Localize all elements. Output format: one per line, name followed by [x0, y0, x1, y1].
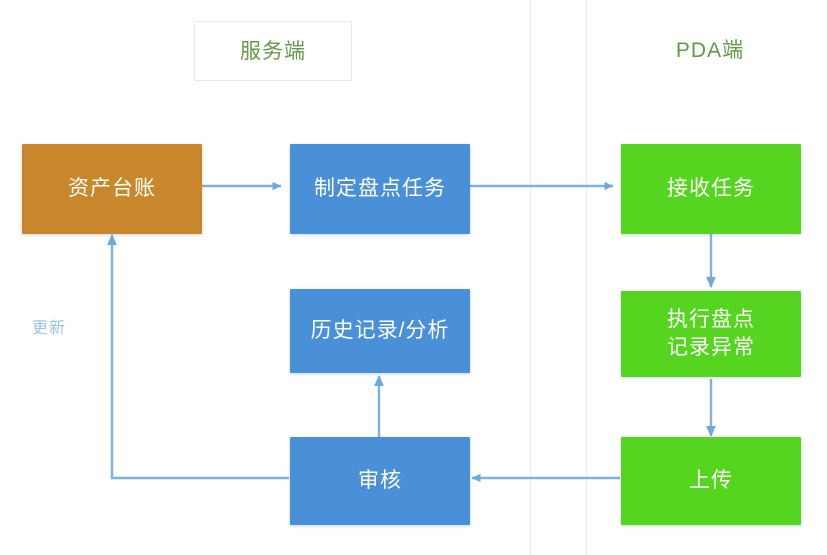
node-receive-task[interactable]: 接收任务 — [621, 144, 801, 234]
node-review[interactable]: 审核 — [290, 437, 470, 525]
lane-divider-right — [586, 0, 587, 555]
edge-label-update: 更新 — [32, 320, 67, 337]
lane-label-pda: PDA端 — [675, 38, 745, 62]
lane-label-server: 服务端 — [194, 21, 352, 81]
node-upload[interactable]: 上传 — [621, 437, 801, 525]
node-create-task[interactable]: 制定盘点任务 — [290, 144, 470, 234]
node-execute-count[interactable]: 执行盘点 记录异常 — [621, 291, 801, 377]
edge-review-to-ledger — [107, 234, 289, 480]
lane-divider-left — [530, 0, 531, 555]
node-history-analysis[interactable]: 历史记录/分析 — [290, 289, 470, 373]
node-asset-ledger[interactable]: 资产台账 — [22, 144, 202, 234]
